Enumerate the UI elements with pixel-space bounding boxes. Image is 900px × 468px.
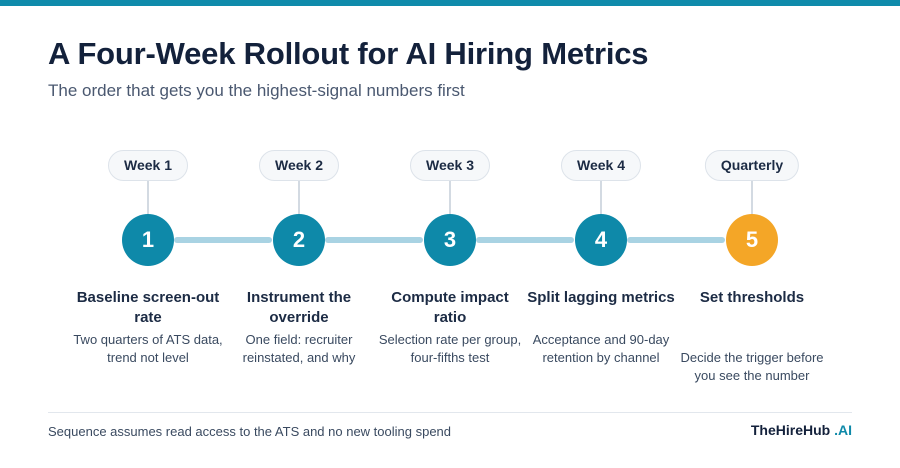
step-number-circle: 3 <box>424 214 476 266</box>
brand-suffix: .AI <box>834 422 852 438</box>
period-badge: Quarterly <box>704 150 800 181</box>
step-description: Acceptance and 90-day retention by chann… <box>532 332 670 365</box>
step-number-circle: 1 <box>122 214 174 266</box>
step-title: Compute impact ratio <box>391 289 509 326</box>
step-description: One field: recruiter reinstated, and why <box>242 332 356 365</box>
badge-stem <box>449 181 451 214</box>
step-title: Baseline screen-out rate <box>76 289 220 326</box>
step-description: Selection rate per group, four-fifths te… <box>378 332 522 365</box>
footer-note: Sequence assumes read access to the ATS … <box>48 424 452 439</box>
period-badge: Week 2 <box>259 150 339 181</box>
top-accent-bar <box>0 0 900 6</box>
page-title: A Four-Week Rollout for AI Hiring Metric… <box>48 36 649 71</box>
step-title: Split lagging metrics <box>527 289 675 306</box>
period-badge: Week 1 <box>108 150 188 181</box>
step-number-circle: 2 <box>273 214 325 266</box>
brand-name: TheHireHub <box>750 422 831 438</box>
step-title: Instrument the override <box>246 289 352 326</box>
footer-divider <box>48 412 852 413</box>
brand-logo: TheHireHub .AI <box>751 422 852 438</box>
period-badge: Week 4 <box>561 150 641 181</box>
step-description: Decide the trigger before you see the nu… <box>680 350 824 383</box>
step-description: Two quarters of ATS data, trend not leve… <box>73 332 223 365</box>
badge-stem <box>147 181 149 214</box>
page-subtitle: The order that gets you the highest-sign… <box>48 81 465 100</box>
step-title: Set thresholds <box>699 289 805 306</box>
step-number-circle: 4 <box>575 214 627 266</box>
badge-stem <box>600 181 602 214</box>
period-badge: Week 3 <box>410 150 490 181</box>
step-number-circle: 5 <box>726 214 778 266</box>
badge-stem <box>751 181 753 214</box>
timeline-connector <box>174 237 272 243</box>
timeline-connector <box>325 237 423 243</box>
badge-stem <box>298 181 300 214</box>
timeline-connector <box>627 237 725 243</box>
timeline-connector <box>476 237 574 243</box>
